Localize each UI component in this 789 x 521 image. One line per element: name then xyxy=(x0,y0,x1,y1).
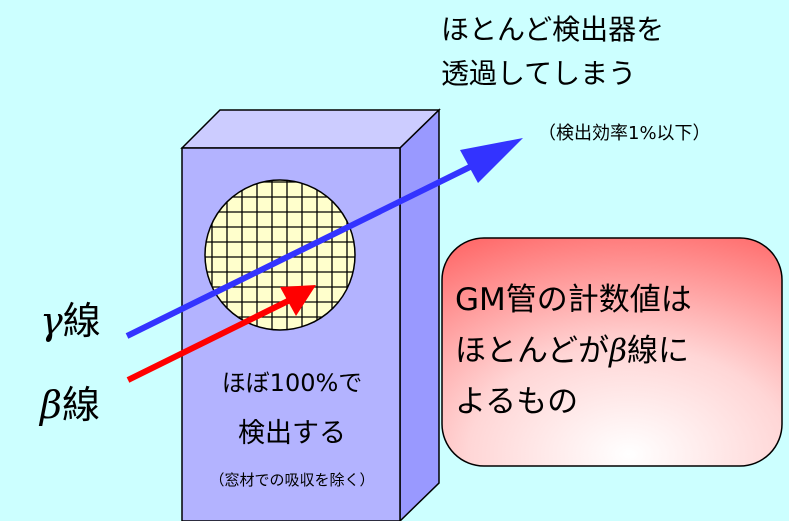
detector-side-face xyxy=(399,108,440,521)
efficiency-note: （検出効率1%以下） xyxy=(538,123,711,144)
callout-line-2-post: 線に xyxy=(627,333,689,369)
gamma-word: 線 xyxy=(62,299,101,343)
caption-line-1: ほとんど検出器を xyxy=(441,13,665,46)
callout-line-2: ほとんどがβ線に xyxy=(455,333,689,370)
callout-line-1: GM管の計数値は xyxy=(455,282,692,318)
detector-top-face xyxy=(180,109,441,149)
callout-line-3: よるもの xyxy=(455,384,579,420)
caption-line-2: 透過してしまう xyxy=(441,57,637,90)
callout-beta-symbol: β xyxy=(609,333,627,369)
gamma-ray-label: γ線 xyxy=(40,299,101,344)
gamma-symbol: γ xyxy=(40,299,63,343)
callout-line-2-pre: ほとんどが xyxy=(455,333,610,369)
gamma-ray-arrow xyxy=(125,138,523,339)
detector-text-note: （窓材での吸収を除く） xyxy=(209,471,375,489)
callout-box xyxy=(441,237,783,467)
beta-ray-arrow xyxy=(126,285,316,383)
beta-symbol: β xyxy=(40,383,62,427)
beta-word: 線 xyxy=(61,383,100,427)
detector-text-line-2: 検出する xyxy=(238,418,346,449)
detector-text-line-1: ほぼ100%で xyxy=(221,369,363,397)
beta-ray-label: β線 xyxy=(40,383,100,428)
